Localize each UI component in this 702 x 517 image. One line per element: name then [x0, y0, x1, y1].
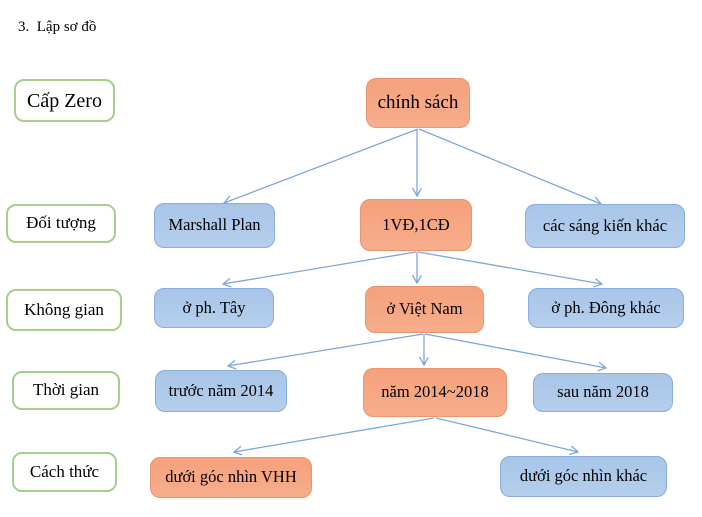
node-duoi-goc-nhin-khac: dưới góc nhìn khác — [500, 456, 667, 497]
row-label-doi-tuong: Đối tượng — [6, 204, 116, 243]
node-nam-2014-2018: năm 2014~2018 — [363, 368, 507, 417]
node-chinh-sach: chính sách — [366, 78, 470, 128]
node-1vd-1cd: 1VĐ,1CĐ — [360, 199, 472, 251]
row-label-cap-zero: Cấp Zero — [14, 79, 115, 122]
arrow-root-to-cac-sang-kien-khac — [418, 128, 601, 204]
node-marshall-plan: Marshall Plan — [154, 203, 275, 248]
row-label-khong-gian: Không gian — [6, 289, 122, 331]
node-sau-nam-2018: sau năm 2018 — [533, 373, 673, 412]
arrow-nam-2014-2018-to-duoi-goc-nhin-vhh — [234, 417, 435, 452]
node-o-viet-nam: ở Việt Nam — [365, 286, 484, 333]
arrow-o-viet-nam-to-sau-nam-2018 — [424, 333, 606, 368]
arrow-1vd1cd-to-o-ph-tay — [223, 251, 417, 284]
node-cac-sang-kien-khac: các sáng kiến khác — [525, 204, 685, 248]
node-truoc-nam-2014: trước năm 2014 — [155, 370, 287, 412]
row-label-cach-thuc: Cách thức — [12, 452, 117, 492]
arrow-root-to-marshall-plan — [224, 128, 419, 203]
node-o-ph-dong-khac: ở ph. Đông khác — [528, 288, 684, 328]
page-title: 3. Lập sơ đồ — [18, 19, 97, 35]
arrow-o-viet-nam-to-truoc-nam-2014 — [228, 333, 424, 366]
row-label-thoi-gian: Thời gian — [12, 371, 120, 410]
node-o-ph-tay: ở ph. Tây — [154, 288, 274, 328]
arrow-1vd1cd-to-o-ph-dong-khac — [417, 251, 602, 284]
node-duoi-goc-nhin-vhh: dưới góc nhìn VHH — [150, 457, 312, 498]
arrow-nam-2014-2018-to-duoi-goc-nhin-khac — [435, 417, 578, 452]
